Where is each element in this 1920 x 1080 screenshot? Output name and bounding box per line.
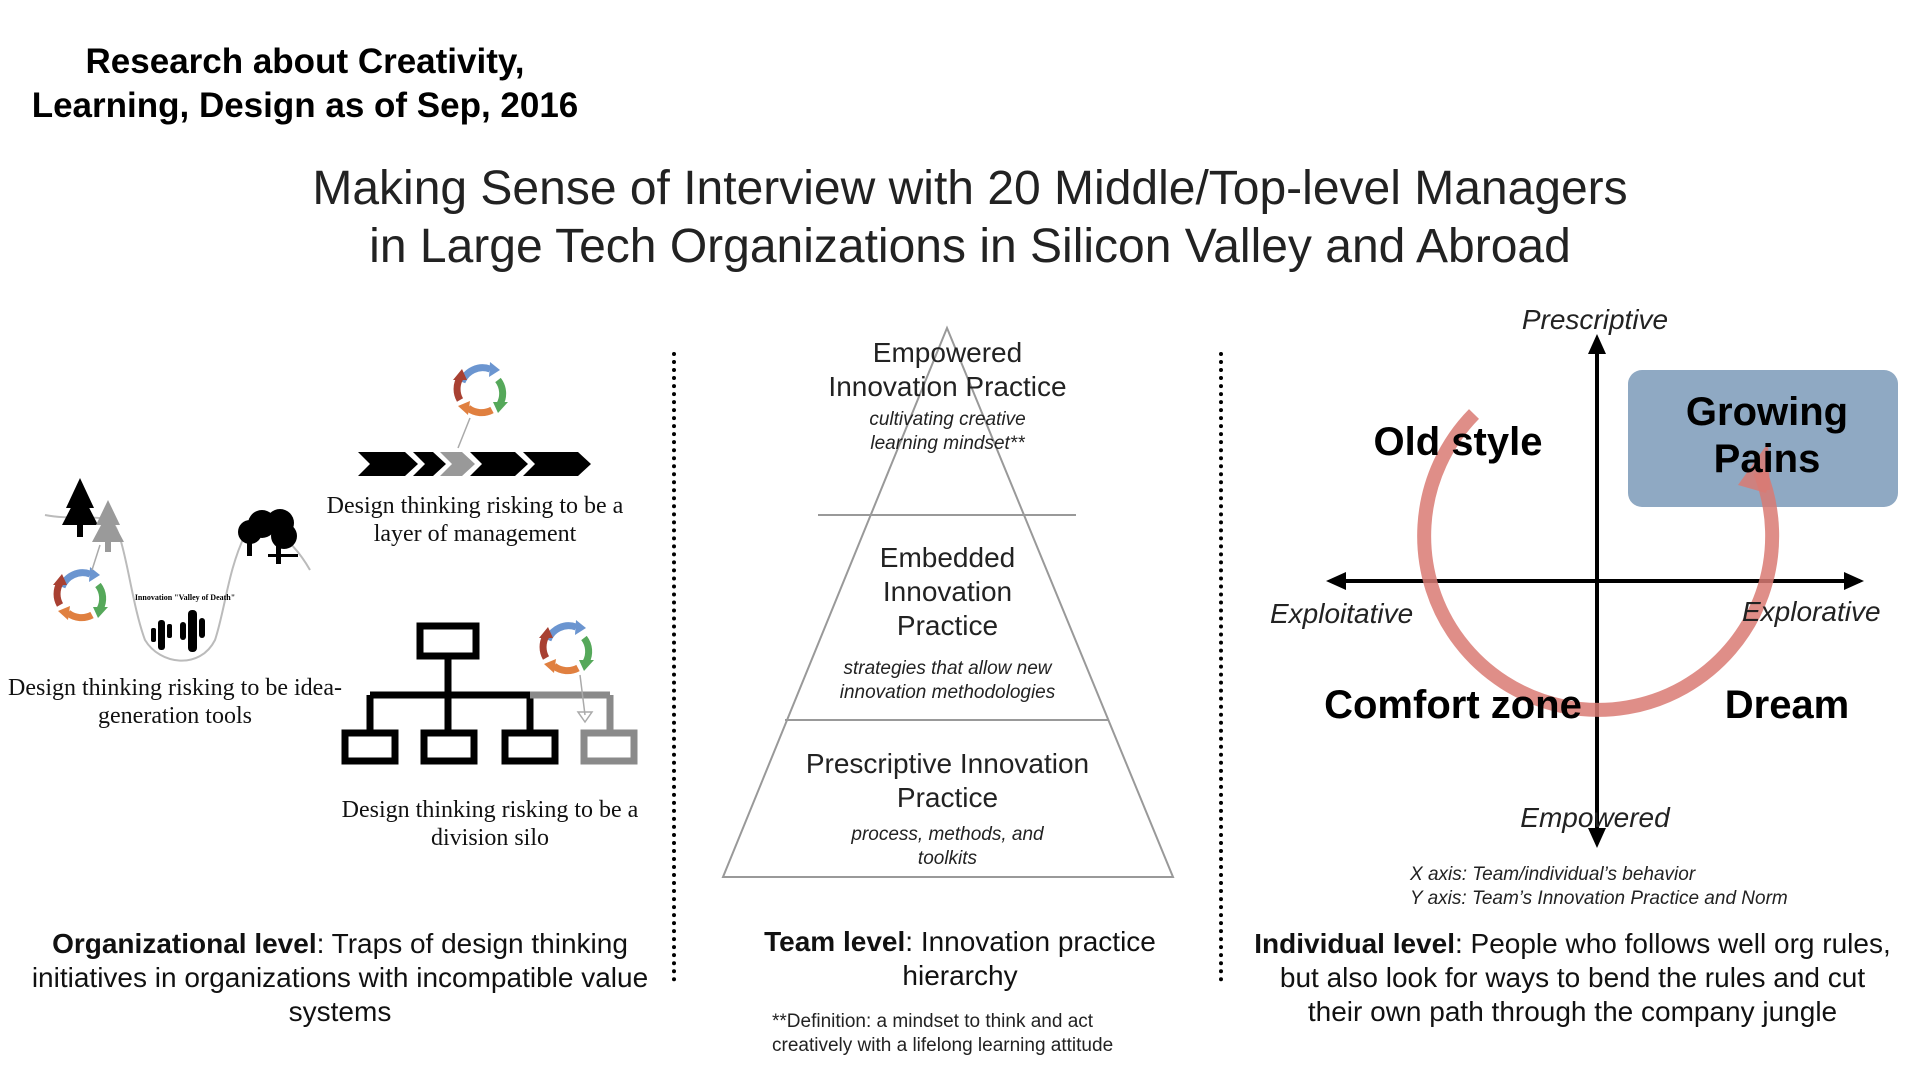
main-title: Making Sense of Interview with 20 Middle… <box>200 160 1740 276</box>
team-level-desc: : Innovation practice hierarchy <box>902 926 1156 991</box>
corner-title: Research about Creativity, Learning, Des… <box>20 40 590 128</box>
individual-level-text: Individual level: People who follows wel… <box>1250 927 1895 1029</box>
cycle-arrow <box>1417 409 1780 717</box>
quadrant-growing-pains: Growing Pains <box>1685 390 1849 481</box>
cycle-icon <box>53 567 108 622</box>
corner-title-line1: Research about Creativity, <box>85 42 525 81</box>
tier-title: Prescriptive Innovation Practice <box>805 748 1090 813</box>
tier-subtitle: strategies that allow new innovation met… <box>839 658 1056 703</box>
pyramid-tier-top: Empowered Innovation Practice cultivatin… <box>820 336 1075 456</box>
main-title-line1: Making Sense of Interview with 20 Middle… <box>312 162 1628 215</box>
individual-level-label: Individual level <box>1254 928 1455 959</box>
valley-curve <box>44 514 311 662</box>
behavior-quadrant-chart <box>1326 334 1898 848</box>
tier-title: Embedded Innovation Practice <box>879 542 1016 641</box>
y-axis-arrow-down <box>1588 828 1606 848</box>
tree-icon <box>238 509 298 564</box>
cactus-icon <box>151 610 205 652</box>
hand-arrow <box>91 544 101 571</box>
cycle-arrowhead <box>1738 443 1770 493</box>
quadrant-comfort-zone: Comfort zone <box>1324 683 1582 727</box>
corner-title-line2: Learning, Design as of Sep, 2016 <box>31 86 579 125</box>
y-axis-arrow-up <box>1588 334 1606 354</box>
divider-right <box>1219 352 1223 982</box>
management-layer-illustration <box>358 362 591 476</box>
x-axis-arrow-left <box>1326 572 1346 590</box>
quadrant-dream: Dream <box>1724 683 1850 727</box>
tier-title: Empowered Innovation Practice <box>828 337 1067 402</box>
organizational-level-label: Organizational level <box>52 928 317 959</box>
team-level-label: Team level <box>764 926 906 957</box>
cycle-icon <box>539 620 594 675</box>
pyramid-outline <box>721 325 1175 878</box>
pyramid-tier-middle: Embedded Innovation Practice strategies … <box>820 541 1075 705</box>
axis-label-exploitative: Exploitative <box>1270 598 1414 629</box>
division-silo-illustration <box>341 620 638 765</box>
caption-division-silo: Design thinking risking to be a division… <box>341 797 639 851</box>
valley-of-death-illustration: Innovation "Valley of Death" <box>44 478 311 662</box>
individual-level-desc: : People who follows well org rules, but… <box>1279 928 1891 1027</box>
hand-arrow <box>457 417 471 449</box>
cycle-icon <box>453 362 508 417</box>
chevron-arrows-icon <box>358 452 591 476</box>
x-axis-arrow-right <box>1844 572 1864 590</box>
quadrant-old-style: Old style <box>1373 420 1543 464</box>
organizational-level-desc: : Traps of design thinking initiatives i… <box>31 928 649 1027</box>
main-title-line2: in Large Tech Organizations in Silicon V… <box>369 220 1571 273</box>
tier-subtitle: process, methods, and toolkits <box>851 824 1044 869</box>
tier-subtitle: cultivating creative learning mindset** <box>869 409 1026 454</box>
innovation-pyramid <box>721 325 1175 878</box>
organizational-level-text: Organizational level: Traps of design th… <box>30 927 650 1029</box>
pyramid-tier-bottom: Prescriptive Innovation Practice process… <box>800 747 1095 871</box>
tree-icon <box>62 478 98 537</box>
x-axis-note: X axis: Team/individual’s behavior <box>1410 864 1696 885</box>
growing-pains-box <box>1628 370 1898 507</box>
axis-label-empowered: Empowered <box>1520 802 1670 833</box>
org-traps-illustration: Innovation "Valley of Death" <box>44 362 638 765</box>
divider-left <box>672 352 676 982</box>
y-axis-note: Y axis: Team’s Innovation Practice and N… <box>1410 888 1788 909</box>
caption-layer-of-management: Design thinking risking to be a layer of… <box>326 493 624 547</box>
caption-idea-generation-tools: Design thinking risking to be idea-gener… <box>8 675 342 729</box>
axis-label-explorative: Explorative <box>1742 596 1881 627</box>
team-level-text: Team level: Innovation practice hierarch… <box>740 925 1180 993</box>
definition-note: **Definition: a mindset to think and act… <box>772 1011 1114 1056</box>
tree-icon <box>92 500 124 552</box>
valley-of-death-label: Innovation "Valley of Death" <box>135 593 235 602</box>
hand-arrow <box>579 674 586 716</box>
axis-label-prescriptive: Prescriptive <box>1521 304 1669 335</box>
